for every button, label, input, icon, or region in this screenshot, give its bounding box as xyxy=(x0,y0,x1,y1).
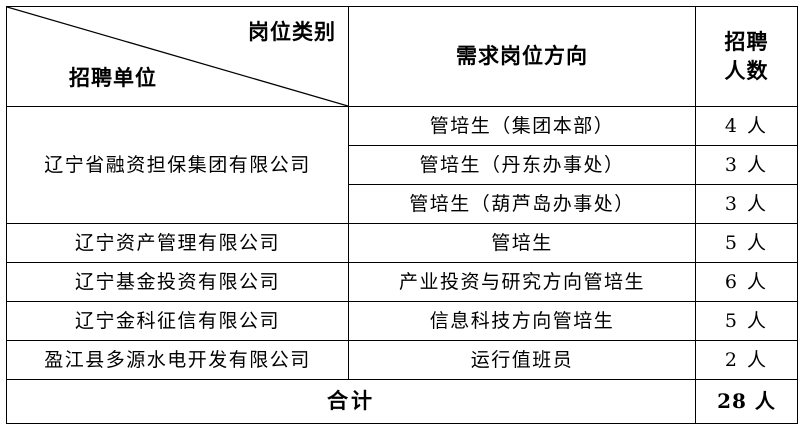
cell-direction: 信息科技方向管培生 xyxy=(348,301,696,341)
cell-direction: 产业投资与研究方向管培生 xyxy=(348,262,696,302)
cell-unit: 盈江县多源水电开发有限公司 xyxy=(6,340,349,380)
total-label: 合计 xyxy=(6,379,696,424)
table-row: 盈江县多源水电开发有限公司 运行值班员 2 人 xyxy=(6,340,798,380)
table-row: 辽宁省融资担保集团有限公司 管培生（集团本部） 4 人 xyxy=(6,106,798,224)
cell-count: 2 人 xyxy=(695,340,798,380)
cell-direction: 管培生（丹东办事处） xyxy=(348,145,696,185)
header-label-headcount: 招聘人数 xyxy=(695,6,798,107)
cell-count: 6 人 xyxy=(695,262,798,302)
cell-count: 3 人 xyxy=(695,145,798,185)
cell-count: 4 人 xyxy=(695,106,798,146)
cell-direction: 管培生 xyxy=(348,223,696,263)
cell-count: 5 人 xyxy=(695,223,798,263)
cell-unit-liaoning-financing-guarantee: 辽宁省融资担保集团有限公司 xyxy=(6,106,349,224)
cell-unit: 辽宁基金投资有限公司 xyxy=(6,262,349,302)
cell-direction: 管培生（集团本部） xyxy=(348,106,696,146)
table-row: 辽宁资产管理有限公司 管培生 5 人 xyxy=(6,223,798,263)
recruitment-table: 岗位类别 招聘单位 需求岗位方向 招聘人数 辽宁省融资担保集团有限公司 管培生（… xyxy=(6,6,798,424)
cell-count: 3 人 xyxy=(695,184,798,224)
cell-unit: 辽宁金科征信有限公司 xyxy=(6,301,349,341)
table-total-row: 合计 28 人 xyxy=(6,379,798,424)
header-label-job-category: 岗位类别 xyxy=(248,20,336,44)
cell-unit: 辽宁资产管理有限公司 xyxy=(6,223,349,263)
cell-direction: 管培生（葫芦岛办事处） xyxy=(348,184,696,224)
header-label-job-direction: 需求岗位方向 xyxy=(348,6,696,107)
header-label-recruiting-unit: 招聘单位 xyxy=(69,65,157,90)
table-row: 管培生（丹东办事处） 3 人 xyxy=(7,145,798,185)
header-corner-cell: 岗位类别 招聘单位 xyxy=(6,6,349,107)
total-count: 28 人 xyxy=(695,379,798,424)
cell-direction: 运行值班员 xyxy=(348,340,696,380)
cell-count: 5 人 xyxy=(695,301,798,341)
table-row: 辽宁金科征信有限公司 信息科技方向管培生 5 人 xyxy=(6,301,798,341)
table-row: 辽宁基金投资有限公司 产业投资与研究方向管培生 6 人 xyxy=(6,262,798,302)
table-header-row: 岗位类别 招聘单位 需求岗位方向 招聘人数 xyxy=(6,6,798,107)
